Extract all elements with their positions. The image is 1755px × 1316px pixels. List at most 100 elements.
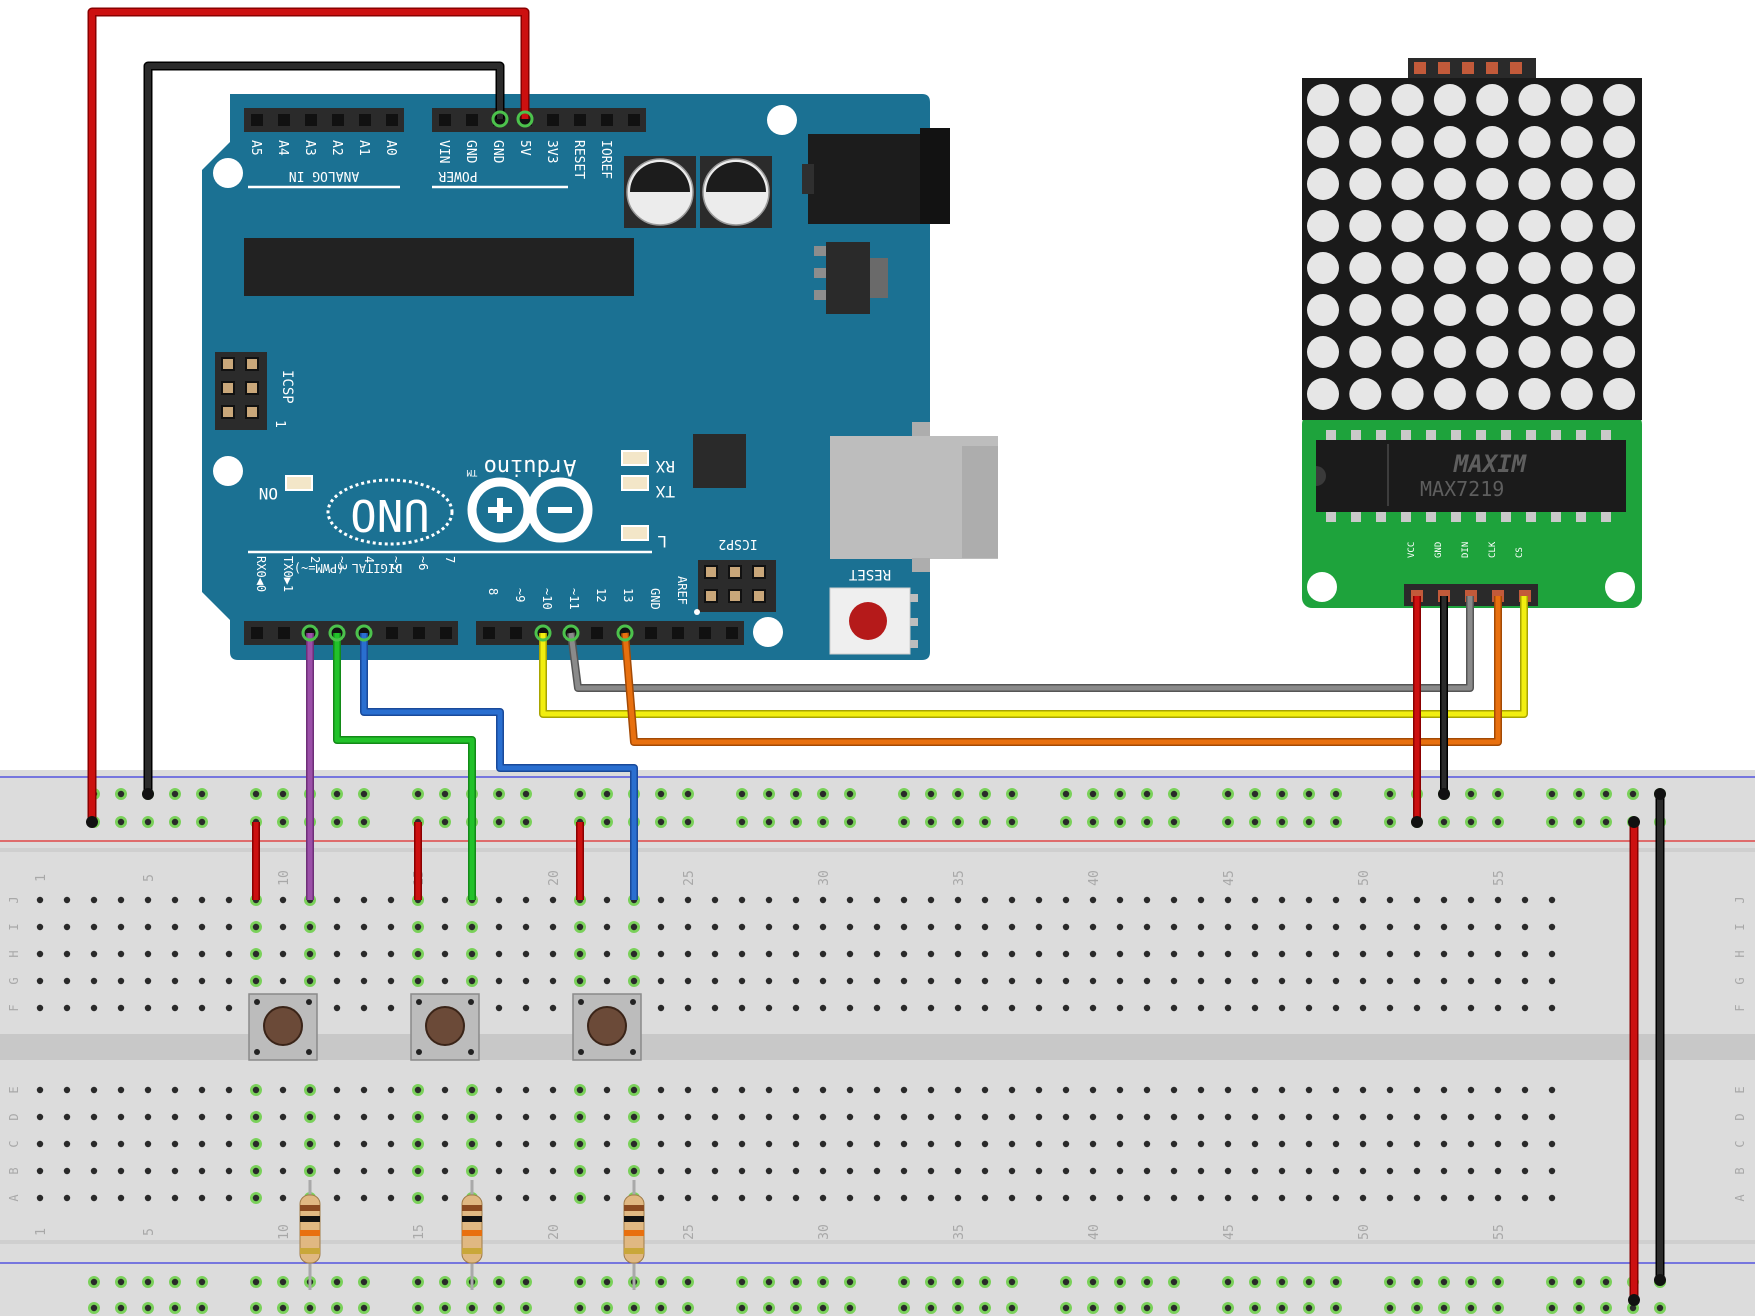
matrix-led xyxy=(1518,84,1551,116)
matrix-led xyxy=(1349,210,1382,242)
hole xyxy=(1062,1004,1070,1012)
matrix-led xyxy=(1349,252,1382,284)
hole xyxy=(954,1278,962,1286)
hole xyxy=(495,1194,503,1202)
hole xyxy=(819,977,827,985)
pin-label: GND xyxy=(463,140,478,164)
hole xyxy=(252,1140,260,1148)
hole xyxy=(1278,1194,1286,1202)
hole xyxy=(549,1086,557,1094)
matrix-mount-hole xyxy=(1605,572,1635,602)
push-button-cap[interactable] xyxy=(587,1006,627,1046)
push-button[interactable] xyxy=(410,993,480,1061)
hole xyxy=(981,818,989,826)
hole xyxy=(1224,977,1232,985)
resistor-band xyxy=(624,1230,644,1236)
matrix-pin-label: CLK xyxy=(1488,541,1498,558)
hole xyxy=(1413,923,1421,931)
header-pin xyxy=(547,114,559,126)
hole xyxy=(306,1113,314,1121)
header-pin xyxy=(439,114,451,126)
push-button-corner xyxy=(254,1049,260,1055)
hole xyxy=(1116,1194,1124,1202)
hole xyxy=(522,1140,530,1148)
hole xyxy=(1116,1304,1124,1312)
hole xyxy=(927,977,935,985)
hole xyxy=(63,896,71,904)
capacitor xyxy=(700,156,772,228)
hole xyxy=(765,950,773,958)
push-button-cap[interactable] xyxy=(263,1006,303,1046)
hole xyxy=(441,818,449,826)
hole xyxy=(900,1004,908,1012)
header-pin xyxy=(332,114,344,126)
hole xyxy=(1548,1194,1556,1202)
hole xyxy=(1359,977,1367,985)
hole xyxy=(603,790,611,798)
matrix-pin-label: CS xyxy=(1515,547,1525,558)
hole xyxy=(1143,950,1151,958)
led-rx-label: RX xyxy=(655,457,675,476)
pin-label: GND xyxy=(490,140,505,164)
hole xyxy=(657,1086,665,1094)
row-letter: G xyxy=(1733,977,1747,984)
hole xyxy=(1521,1167,1529,1175)
resistor xyxy=(461,1180,483,1290)
hole xyxy=(657,950,665,958)
hole xyxy=(306,1167,314,1175)
hole xyxy=(846,1086,854,1094)
push-button[interactable] xyxy=(572,993,642,1061)
reset-button-cap[interactable] xyxy=(849,602,887,640)
hole xyxy=(1467,818,1475,826)
hole xyxy=(198,1140,206,1148)
matrix-led xyxy=(1391,84,1424,116)
hole xyxy=(927,790,935,798)
hole xyxy=(1548,1004,1556,1012)
hole xyxy=(738,950,746,958)
mount-hole xyxy=(753,617,783,647)
hole xyxy=(522,1167,530,1175)
hole xyxy=(792,923,800,931)
hole xyxy=(576,1167,584,1175)
hole xyxy=(1386,1278,1394,1286)
hole xyxy=(927,818,935,826)
hole xyxy=(1008,1086,1016,1094)
hole xyxy=(981,896,989,904)
hole xyxy=(1602,790,1610,798)
matrix-led xyxy=(1603,84,1636,116)
hole xyxy=(1116,977,1124,985)
digital-header-low xyxy=(244,621,458,645)
analog-header-label: ANALOG IN xyxy=(289,168,359,183)
push-button-cap[interactable] xyxy=(425,1006,465,1046)
push-button-corner xyxy=(306,1049,312,1055)
hole xyxy=(927,1304,935,1312)
hole xyxy=(873,1086,881,1094)
hole xyxy=(441,1167,449,1175)
matrix-top-pin xyxy=(1462,62,1474,74)
hole xyxy=(1224,1278,1232,1286)
hole xyxy=(1278,1140,1286,1148)
hole xyxy=(522,977,530,985)
pin-label: IOREF xyxy=(598,140,613,179)
hole xyxy=(1332,923,1340,931)
matrix-led xyxy=(1476,336,1509,368)
hole xyxy=(225,923,233,931)
hole xyxy=(549,1113,557,1121)
hole xyxy=(900,1304,908,1312)
matrix-led xyxy=(1433,84,1466,116)
hole xyxy=(1575,790,1583,798)
hole xyxy=(1197,1086,1205,1094)
hole xyxy=(1305,1113,1313,1121)
matrix-led xyxy=(1391,210,1424,242)
hole xyxy=(1305,1086,1313,1094)
hole xyxy=(846,790,854,798)
column-number: 1 xyxy=(34,874,49,882)
hole xyxy=(279,1140,287,1148)
hole xyxy=(1332,1140,1340,1148)
push-button[interactable] xyxy=(248,993,318,1061)
hole xyxy=(225,950,233,958)
hole xyxy=(819,1194,827,1202)
wire-end xyxy=(516,110,534,128)
reset-button[interactable]: RESET xyxy=(829,566,918,655)
hole xyxy=(738,1304,746,1312)
